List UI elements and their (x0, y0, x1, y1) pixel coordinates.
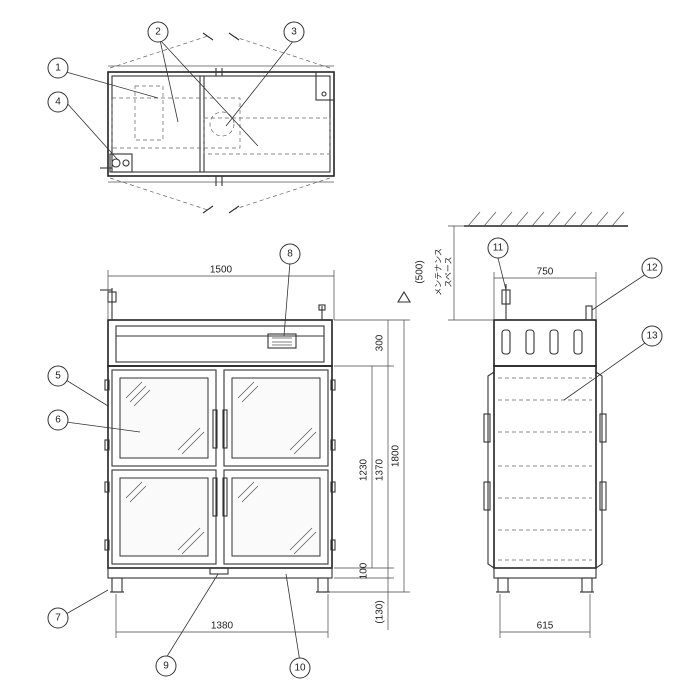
callout-4: 4 (47, 91, 69, 113)
dimension-labels: 1500 1380 750 615 300 1230 1370 1800 100… (210, 248, 554, 631)
svg-text:9: 9 (163, 661, 169, 672)
svg-text:7: 7 (55, 613, 61, 624)
svg-text:6: 6 (55, 415, 61, 426)
dimension-lines (107, 225, 597, 638)
callout-13: 13 (641, 325, 663, 347)
dim-door-height: 1230 (359, 458, 370, 481)
dim-side-base: 615 (537, 621, 554, 632)
dim-inner-width: 1380 (211, 621, 234, 632)
dim-side-depth: 750 (537, 267, 554, 278)
callout-1: 1 (47, 57, 69, 79)
callout-bubbles: 1 2 3 4 5 6 7 8 9 10 11 12 13 (47, 21, 663, 679)
callout-10: 10 (289, 657, 311, 679)
maintenance-label: メンテナンススペース (434, 248, 453, 296)
svg-text:2: 2 (155, 27, 161, 38)
callout-12: 12 (641, 257, 663, 279)
svg-text:11: 11 (493, 243, 504, 254)
dim-leg-height: (130) (375, 600, 386, 623)
svg-text:13: 13 (646, 331, 658, 342)
callout-2: 2 (147, 21, 169, 43)
dim-total-height: 1800 (391, 444, 402, 467)
side-view (464, 211, 628, 593)
callout-5: 5 (47, 365, 69, 387)
callout-leaders (65, 39, 653, 663)
svg-text:5: 5 (55, 371, 61, 382)
maintenance-label-line: スペース (444, 256, 453, 287)
dim-maintenance-space: (500) (415, 260, 426, 283)
callout-6: 6 (47, 409, 69, 431)
svg-text:10: 10 (294, 663, 306, 674)
callout-9: 9 (155, 655, 177, 677)
dim-front-width: 1500 (210, 265, 233, 276)
svg-text:4: 4 (55, 97, 61, 108)
top-view (100, 32, 335, 214)
dim-top-section: 300 (375, 334, 386, 351)
dim-body-height: 1370 (375, 458, 386, 481)
svg-text:8: 8 (287, 249, 293, 260)
callout-7: 7 (47, 607, 69, 629)
callout-8: 8 (279, 243, 301, 265)
front-view (100, 288, 336, 593)
svg-text:3: 3 (291, 27, 297, 38)
callout-11: 11 (487, 237, 509, 259)
maintenance-label-line: メンテナンス (434, 248, 443, 296)
callout-3: 3 (283, 21, 305, 43)
svg-text:12: 12 (646, 263, 658, 274)
svg-text:1: 1 (55, 63, 61, 74)
dim-base-height: 100 (359, 562, 370, 579)
